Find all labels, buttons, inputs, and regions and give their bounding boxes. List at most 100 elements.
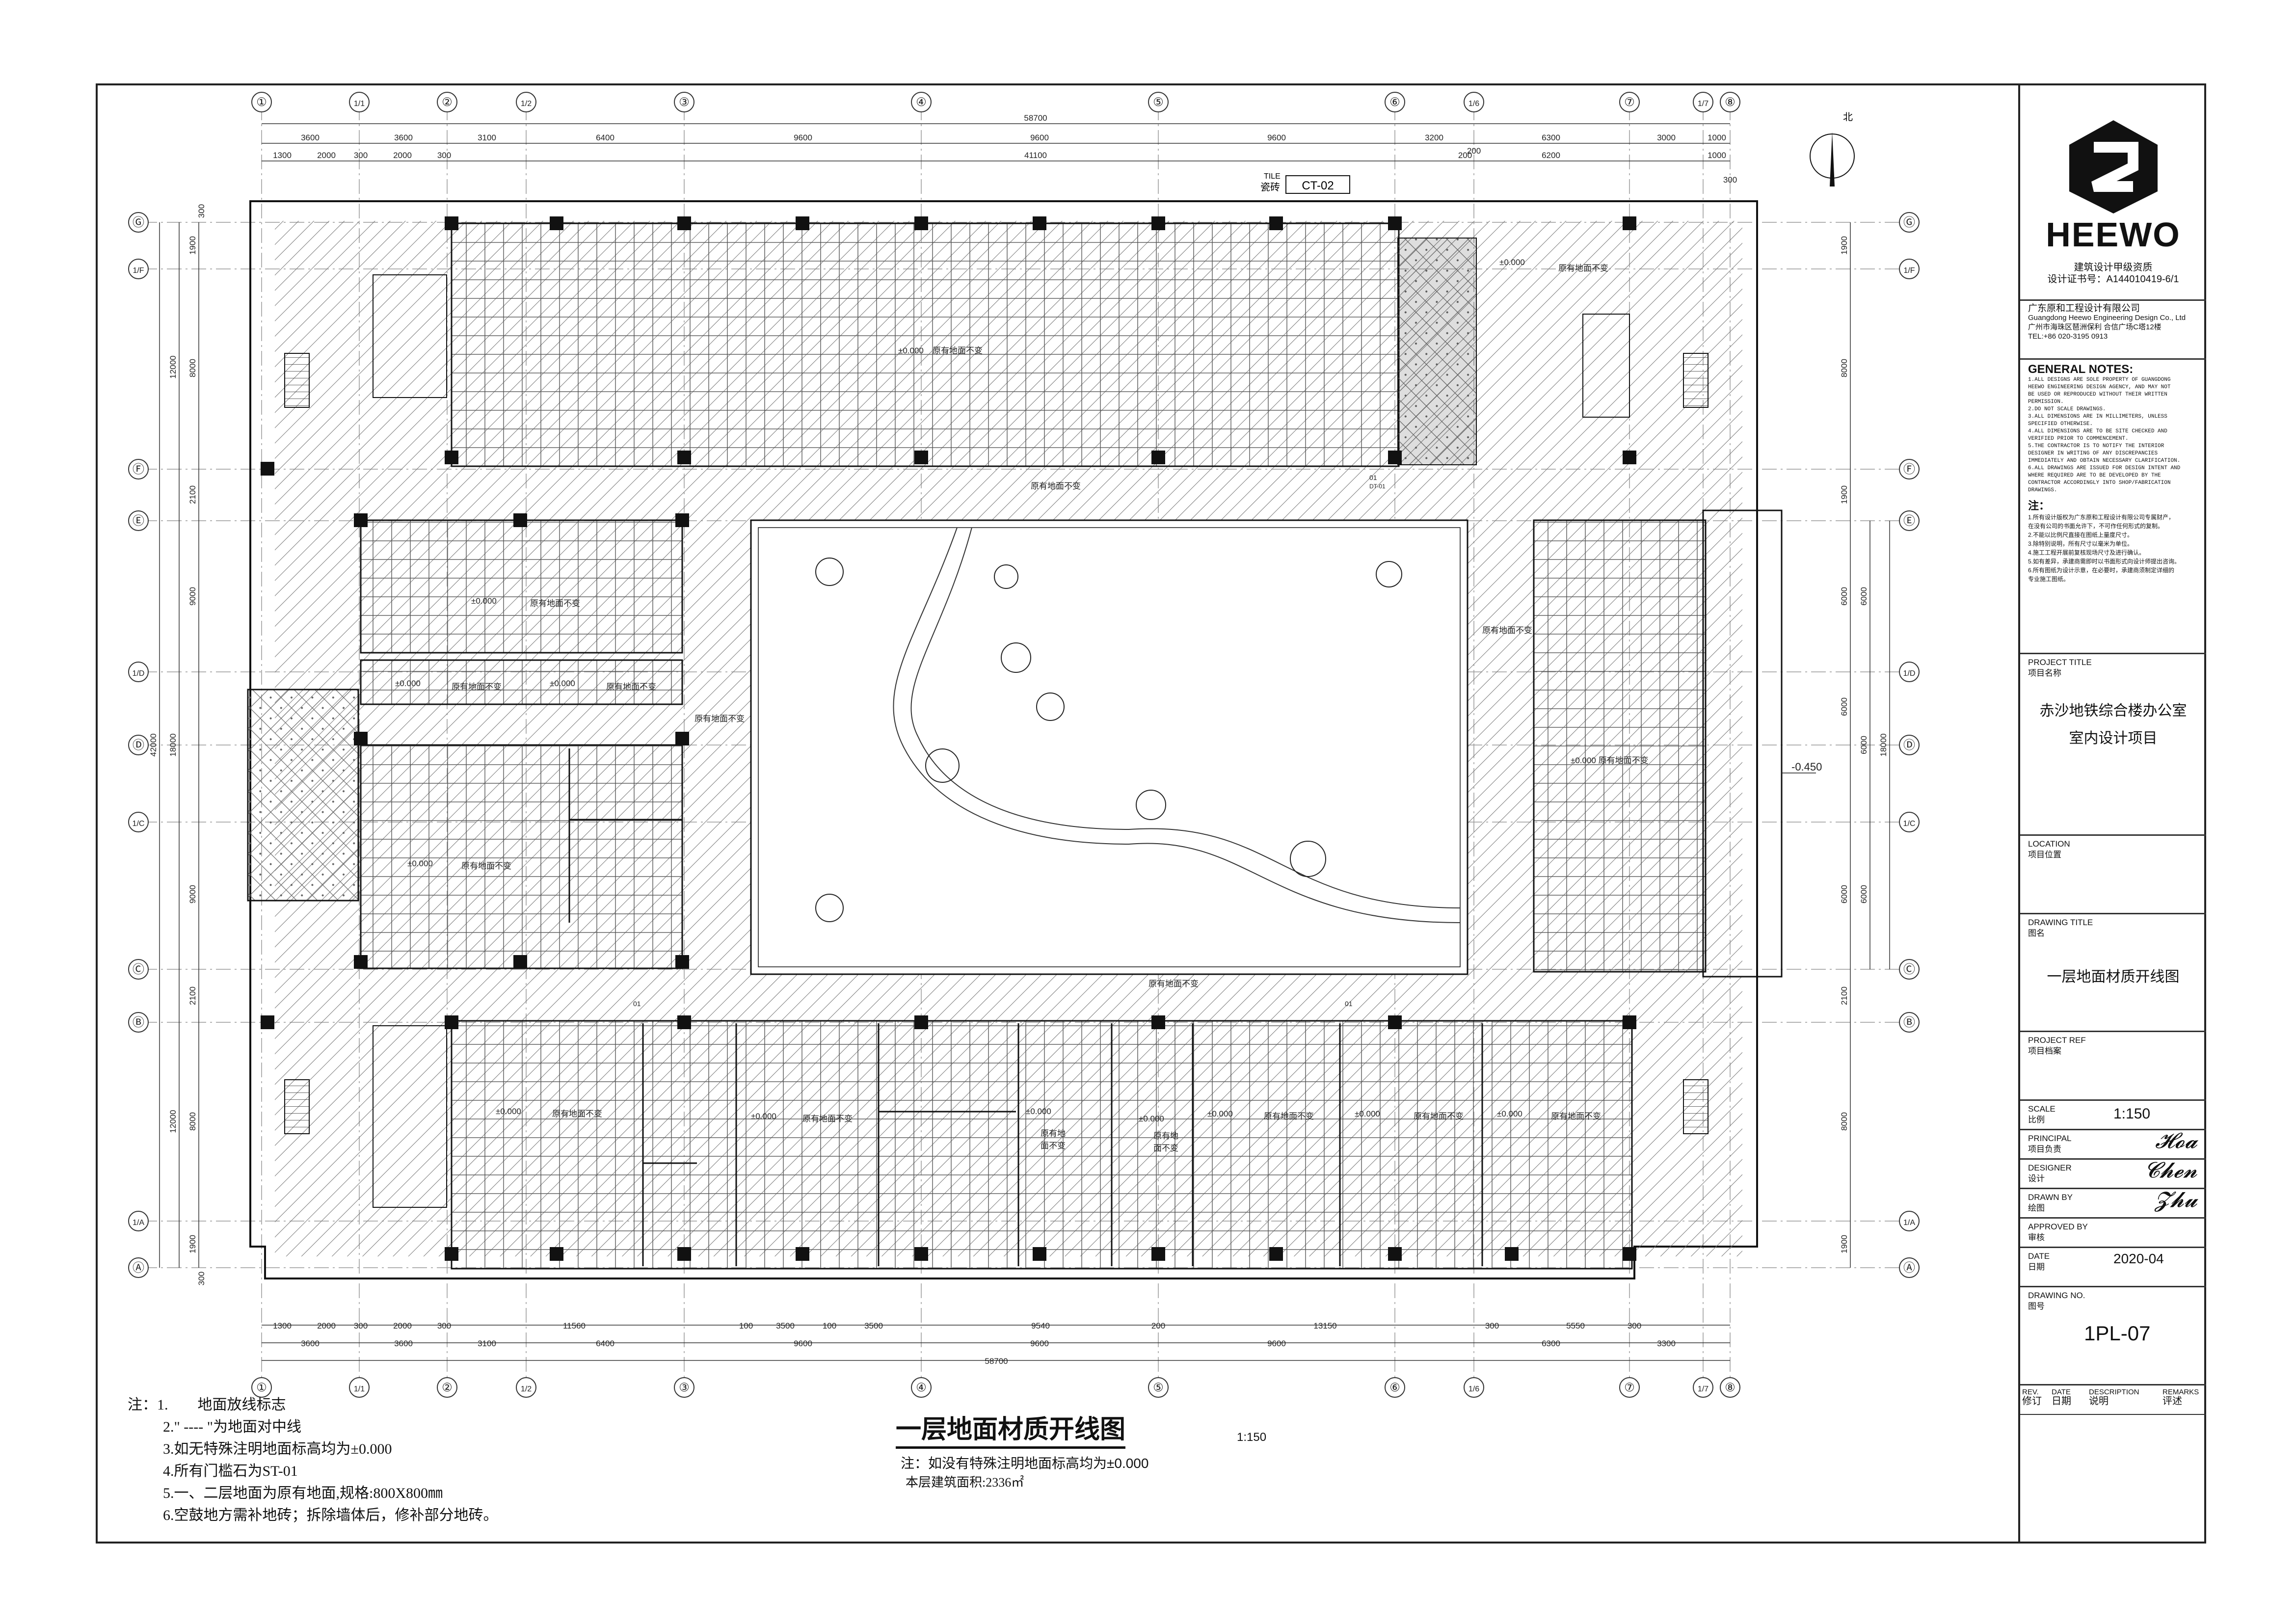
qualification: 建筑设计甲级资质 — [2074, 262, 2153, 273]
grid-column-bubble: ② — [437, 92, 457, 112]
floor-label: ±0.000 — [1355, 1109, 1380, 1118]
heewo-logo-icon — [2069, 120, 2158, 213]
floor-label: 原有地面不变 — [1482, 626, 1532, 635]
grid-bubble-label: Ⓓ — [133, 739, 144, 752]
structural-column — [550, 1247, 563, 1261]
legend-item: 5.一、二层地面为原有地面,规格:800X800㎜ — [163, 1485, 443, 1501]
designer-en: DESIGNER — [2028, 1163, 2072, 1172]
stairs — [284, 353, 1709, 1134]
dimension-label: 3100 — [478, 133, 496, 142]
project-title-en: PROJECT TITLE — [2028, 658, 2092, 667]
structural-column — [445, 451, 458, 464]
notes-title: GENERAL NOTES: — [2028, 363, 2134, 376]
grid-bubble-label: Ⓓ — [1903, 739, 1915, 752]
structural-column — [1269, 1247, 1283, 1261]
date-cn: 日期 — [2028, 1262, 2045, 1272]
drawing-area: 本层建筑面积:2336㎡ — [906, 1475, 1024, 1490]
grid-row-bubble: 1/F — [1899, 259, 1920, 279]
grid-bubble-label: 1/2 — [521, 1385, 532, 1393]
grid-bubble-label: 1/1 — [354, 100, 365, 108]
dimension-label: 3500 — [864, 1321, 883, 1331]
legend-item: 注：1. 地面放线标志 — [128, 1397, 286, 1413]
grid-column-bubble: 1/6 — [1464, 92, 1484, 112]
grid-bubble-label: 1/6 — [1468, 100, 1479, 108]
structural-column — [513, 513, 527, 527]
grid-column-bubble: ① — [251, 92, 272, 112]
dimension-label: 2000 — [317, 151, 336, 160]
svg-text:瓷砖: 瓷砖 — [1260, 182, 1280, 193]
structural-column — [1151, 451, 1165, 464]
dimension-label: 9600 — [1267, 133, 1286, 142]
grid-column-bubble: ⑥ — [1385, 1377, 1405, 1398]
building-outline — [249, 200, 1758, 1279]
dimension-label: 9600 — [794, 133, 812, 142]
structural-column — [1388, 216, 1402, 230]
drawing-no-value: 1PL-07 — [2084, 1322, 2151, 1345]
legend-item: 2." ---- "为地面对中线 — [163, 1419, 301, 1435]
grid-row-bubble: Ⓓ — [1899, 735, 1920, 755]
floor-label: 原有地面不变 — [552, 1109, 602, 1118]
dimension-label: 8000 — [1840, 359, 1849, 377]
grid-bubble-label: 1/2 — [521, 100, 532, 108]
structural-column — [261, 462, 274, 476]
trees — [815, 558, 1402, 922]
remarks-cn: 评述 — [2163, 1396, 2182, 1407]
dimension-label: 9600 — [1030, 1339, 1049, 1348]
drawn-cell: DRAWN BY 绘图 𝓩𝓱𝓾 — [2020, 1187, 2206, 1217]
dimension-label: 12000 — [168, 1110, 178, 1133]
dimension-label: 2000 — [393, 1321, 412, 1331]
approved-en: APPROVED BY — [2028, 1222, 2088, 1231]
floor-label: ±0.000 — [1207, 1109, 1233, 1118]
structural-column — [354, 513, 368, 527]
tiled-rooms — [360, 222, 1707, 1270]
structural-column — [1151, 216, 1165, 230]
grid-column-bubble: ⑤ — [1148, 92, 1169, 112]
dimension-label: 300 — [437, 1321, 451, 1331]
scale-en: SCALE — [2028, 1104, 2056, 1114]
structural-column — [354, 732, 368, 745]
grid-column-bubble: ⑧ — [1720, 92, 1740, 112]
project-title-cn: 项目名称 — [2028, 668, 2061, 678]
dimension-label: 300 — [197, 204, 206, 218]
floor-label: ±0.000 — [550, 679, 575, 688]
structural-column — [914, 216, 928, 230]
drawn-cn: 绘图 — [2028, 1203, 2045, 1213]
revision-table: REV. 修订 DATE 日期 DESCRIPTION 说明 REMARKS 评… — [2020, 1384, 2206, 1544]
grid-column-bubble: ③ — [674, 1377, 694, 1398]
structural-column — [354, 955, 368, 969]
dimension-label: 300 — [437, 151, 451, 160]
north-arrow: 北 — [1810, 111, 1855, 186]
dimension-label: 12000 — [168, 355, 178, 378]
toilets — [373, 274, 1630, 1208]
grid-bubble-label: Ⓕ — [133, 463, 144, 476]
dimension-label: 3600 — [394, 1339, 413, 1348]
certificate: 设计证书号：A144010419-6/1 — [2047, 274, 2179, 285]
drawing-title-cell: DRAWING TITLE 图名 一层地面材质开线图 — [2020, 913, 2206, 1031]
grid-row-bubble: Ⓕ — [1899, 459, 1920, 479]
structural-column — [675, 513, 689, 527]
structural-column — [675, 732, 689, 745]
grid-bubble-label: 1/F — [133, 266, 144, 275]
drawn-signature: 𝓩𝓱𝓾 — [2155, 1187, 2197, 1212]
dimension-label: 6000 — [1859, 885, 1869, 904]
grid-bubble-label: 1/1 — [354, 1385, 365, 1393]
legend-item: 6.空鼓地方需补地砖；拆除墙体后，修补部分地砖。 — [163, 1507, 498, 1523]
floor-label: 面不变 — [1041, 1141, 1066, 1150]
dimension-total: 58700 — [1024, 113, 1047, 123]
structural-column — [1623, 1015, 1636, 1029]
grid-row-bubble: Ⓒ — [1899, 959, 1920, 980]
structural-column — [445, 1247, 458, 1261]
designer-cell: DESIGNER 设计 𝓒𝓱𝓮𝓷 — [2020, 1158, 2206, 1188]
grid-bubble-label: ⑤ — [1153, 1381, 1164, 1394]
dimension-label: 9000 — [188, 885, 197, 904]
dimension-label: 6400 — [596, 133, 614, 142]
dimension-label: 3500 — [776, 1321, 795, 1331]
structural-column — [1151, 1247, 1165, 1261]
floor-label: 面不变 — [1153, 1144, 1178, 1153]
structural-column — [1033, 216, 1046, 230]
grid-bubble-label: Ⓖ — [133, 216, 144, 229]
grid-column-bubble: ④ — [911, 92, 932, 112]
grid-bubble-label: 1/C — [1903, 820, 1916, 828]
entrance-paving — [247, 689, 359, 902]
